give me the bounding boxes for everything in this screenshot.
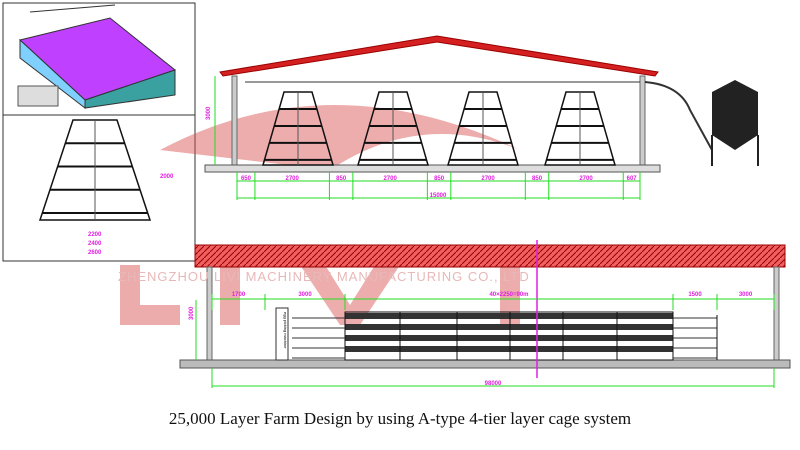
plan-segment-dim: 1500 — [688, 292, 702, 298]
feed-silo — [711, 80, 759, 166]
cage-frame — [544, 91, 616, 166]
section-segment-dim: 650 — [241, 176, 252, 182]
section-segment-dim: 850 — [532, 176, 543, 182]
section-total-dim: 15000 — [430, 193, 447, 199]
egg-room — [275, 307, 289, 361]
cage-tier-row — [345, 324, 673, 330]
plan-segment-dim: 1700 — [232, 292, 246, 298]
technical-drawing: 2200 2400 2600 2000 650 2700 850 2700 850 270… — [2, 2, 791, 388]
inset-dim: 2600 — [88, 250, 102, 256]
section-segment-dim: 2700 — [383, 176, 397, 182]
cage-frame — [357, 91, 429, 166]
section-segment-dim: 2700 — [285, 176, 299, 182]
cage-tier-row — [345, 335, 673, 341]
a-type-cage — [357, 91, 429, 166]
plan-height-dim: 3000 — [189, 306, 195, 320]
plan-segment-dim: 40×2250=90m — [489, 292, 528, 298]
a-type-cage — [38, 119, 152, 221]
section-segment-dim: 850 — [434, 176, 445, 182]
house-cross-section — [204, 35, 759, 173]
cage-tier-row — [345, 313, 673, 319]
cage-frame — [262, 91, 334, 166]
company-watermark: ZHENGZHOU LIVI MACHINERY MANUFACTURING C… — [118, 269, 530, 284]
livi-logo-watermark — [120, 105, 520, 325]
inset-3d-cage-view — [17, 4, 177, 110]
section-segment-dim: 850 — [336, 176, 347, 182]
a-type-cage — [544, 91, 616, 166]
plan-segment-dim: 3000 — [298, 292, 312, 298]
house-long-section: egg picking machine — [179, 244, 791, 369]
egg-room-label: egg picking machine — [283, 312, 288, 349]
inset-cage-front-view — [38, 119, 152, 221]
cage-frame — [38, 119, 152, 221]
inset-dim: 2200 — [88, 232, 102, 238]
inset-dim: 2400 — [88, 241, 102, 247]
cage-tier-row — [345, 346, 673, 352]
plan-total-dim: 98000 — [485, 381, 502, 387]
section-segment-dim: 2700 — [579, 176, 593, 182]
plan-segment-dim: 3000 — [739, 292, 753, 298]
cage-frame — [447, 91, 519, 166]
section-height-dim: 3000 — [206, 106, 212, 120]
inset-dim: 2000 — [160, 174, 174, 180]
section-segment-dim: 2700 — [481, 176, 495, 182]
section-segment-dim: 607 — [627, 176, 638, 182]
a-type-cage — [262, 91, 334, 166]
figure-caption: 25,000 Layer Farm Design by using A-type… — [168, 409, 632, 428]
a-type-cage — [447, 91, 519, 166]
